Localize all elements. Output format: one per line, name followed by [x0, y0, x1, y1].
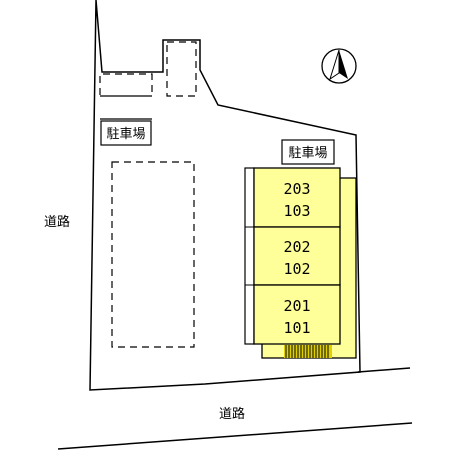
- parking-east-box: [281, 139, 335, 165]
- building-unit-block: [253, 167, 341, 228]
- parking-north-box: [100, 120, 152, 146]
- unit-label-lower: 102: [283, 260, 310, 278]
- building-balcony-strip: [244, 167, 255, 345]
- parking-space-large: [111, 161, 195, 348]
- parking-north-label: 駐車場: [106, 127, 145, 142]
- road-south-far-edge: [57, 422, 413, 450]
- road-west-label: 道路: [44, 214, 70, 230]
- unit-label-lower: 103: [283, 202, 310, 220]
- staircase: [284, 345, 332, 358]
- stair-base: [284, 345, 332, 358]
- parking-area-top-left: [99, 73, 153, 96]
- building-unit-block: [253, 226, 341, 286]
- unit-label-upper: 203: [283, 180, 310, 198]
- lot-boundary: [89, 0, 361, 391]
- building-unit-block: [253, 284, 341, 345]
- parking-space-north: [166, 41, 197, 97]
- unit-label-upper: 201: [283, 297, 310, 315]
- road-south-edge: [357, 367, 411, 373]
- unit-label-upper: 202: [283, 238, 310, 256]
- unit-label-lower: 101: [283, 319, 310, 337]
- parking-east-label: 駐車場: [288, 146, 327, 161]
- north-arrow-icon: [321, 48, 357, 84]
- road-south-label: 道路: [219, 406, 245, 422]
